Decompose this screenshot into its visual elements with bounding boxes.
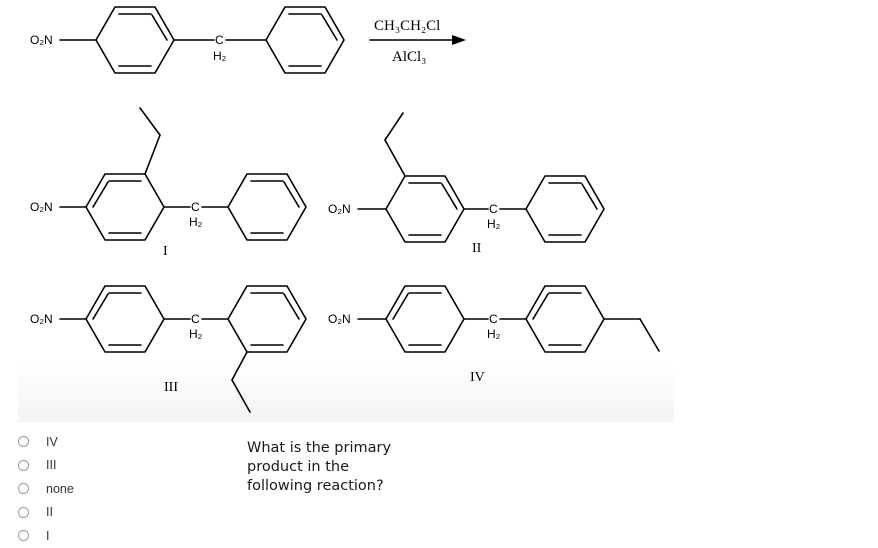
option-ii[interactable]: II (18, 501, 218, 525)
option-label: III (46, 458, 57, 473)
option-label: IV (46, 434, 58, 449)
ch2-c-label: C (191, 312, 200, 326)
radio-button[interactable] (18, 436, 29, 448)
ch2-c-label: C (489, 312, 498, 326)
option-i[interactable]: I (18, 524, 218, 548)
ch2-h2-label: H₂ (487, 327, 501, 341)
reagent-top: CH₃CH₂Cl (374, 18, 440, 34)
nitro-label: O₂N (328, 312, 351, 326)
ch2-h2-label: H₂ (189, 215, 203, 229)
ch2-c-label: C (215, 33, 224, 47)
reaction-figure: O₂N C H₂ CH₃CH₂Cl AlCl₃ O₂N (18, 0, 674, 422)
structure-i: O₂N C H₂ I (30, 107, 307, 259)
nitro-label: O₂N (30, 33, 53, 47)
radio-button[interactable] (18, 483, 29, 495)
option-label: I (46, 528, 50, 543)
option-label: II (46, 505, 53, 520)
starting-material: O₂N C H₂ (30, 6, 345, 74)
ch2-c-label: C (489, 202, 498, 216)
structure-label-iii: III (164, 380, 178, 395)
ch2-c-label: C (191, 200, 200, 214)
option-none[interactable]: none (18, 477, 218, 501)
option-iv[interactable]: IV (18, 430, 218, 454)
radio-button[interactable] (18, 530, 29, 542)
structure-ii: O₂N C H₂ II (328, 112, 605, 256)
ch2-h2-label: H₂ (189, 327, 203, 341)
option-iii[interactable]: III (18, 454, 218, 478)
answer-options: IV III none II I (18, 430, 218, 548)
ch2-h2-label: H₂ (487, 217, 501, 231)
radio-button[interactable] (18, 506, 29, 518)
question-text: What is the primary product in the follo… (247, 440, 392, 494)
reaction-arrow: CH₃CH₂Cl AlCl₃ (369, 18, 466, 65)
structure-label-ii: II (472, 241, 482, 256)
reagent-bottom: AlCl₃ (392, 49, 426, 65)
reaction-scheme: O₂N C H₂ CH₃CH₂Cl AlCl₃ O₂N (30, 6, 660, 413)
nitro-label: O₂N (30, 312, 53, 326)
option-label: none (46, 481, 74, 496)
radio-button[interactable] (18, 459, 29, 471)
structure-iv: O₂N C H₂ IV (328, 285, 660, 385)
structure-label-iv: IV (470, 370, 485, 385)
nitro-label: O₂N (328, 202, 351, 216)
nitro-label: O₂N (30, 200, 53, 214)
structure-label-i: I (163, 244, 168, 259)
structure-iii: O₂N C H₂ III (30, 285, 307, 413)
ch2-h2-label: H₂ (213, 49, 227, 63)
